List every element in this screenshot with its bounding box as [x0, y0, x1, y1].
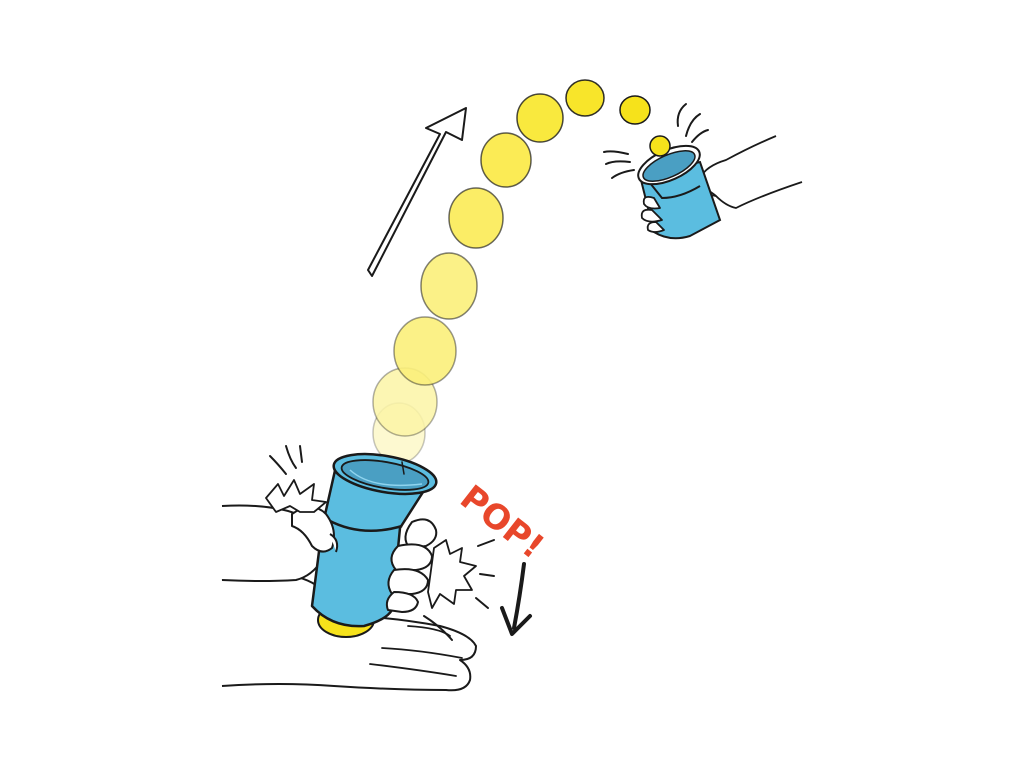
ball-trajectory-trail	[372, 79, 651, 464]
small-cup-scene	[603, 103, 803, 240]
trail-ball	[480, 132, 532, 188]
trail-ball	[516, 93, 564, 143]
impact-lines-icon	[423, 539, 495, 641]
down-arrow-icon	[500, 562, 532, 636]
trail-ball	[420, 252, 478, 320]
small-cup	[637, 144, 722, 240]
big-cup-scene: POP!	[221, 445, 551, 692]
small-hand-arm	[697, 135, 803, 209]
right-hand-fingers	[385, 518, 438, 613]
trail-ball	[565, 79, 605, 117]
splash-lines-icon	[603, 103, 709, 179]
impact-burst-icon	[427, 539, 477, 609]
shake-lines-icon	[269, 445, 303, 475]
impact-burst-icon	[265, 479, 327, 513]
small-hand-fingers	[640, 195, 665, 233]
trail-ball	[393, 316, 457, 386]
trail-ball	[619, 95, 651, 125]
up-right-arrow-icon	[367, 107, 467, 277]
small-ball	[649, 135, 671, 157]
trail-ball	[448, 187, 504, 249]
ball-exit-sparkle	[401, 461, 405, 475]
pop-sound-text: POP!	[452, 478, 551, 568]
